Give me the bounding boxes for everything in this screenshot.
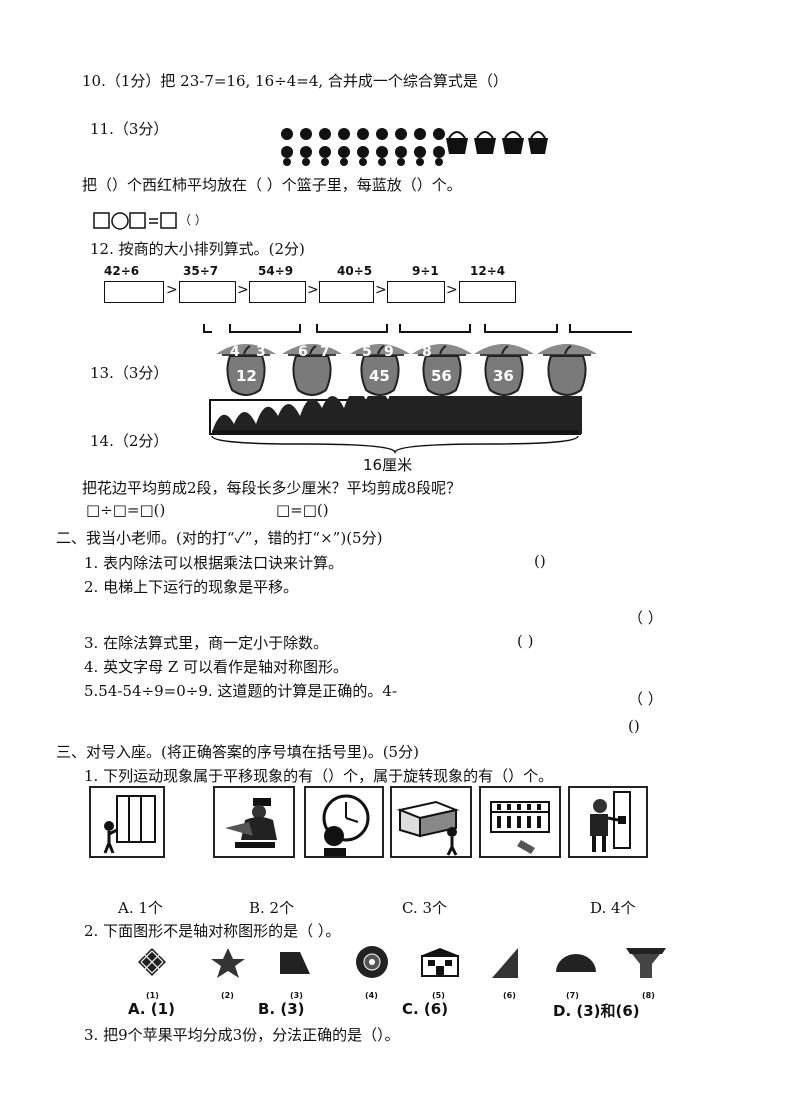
choice-q3: 3. 把9个苹果平均分成3份，分法正确的是（）。	[84, 1026, 400, 1044]
shape-option-D[interactable]: D. (3)和(6)	[553, 1002, 640, 1020]
judge-item-1: 1. 表内除法可以根据乘法口诀来计算。	[84, 554, 344, 572]
gt-sign: >	[166, 282, 178, 298]
choice-q1: 1. 下列运动现象属于平移现象的有（）个，属于旋转现象的有（）个。	[84, 767, 554, 785]
gt-sign: >	[237, 282, 249, 298]
tomato-basket-picture	[281, 128, 548, 166]
star-shape	[211, 948, 245, 978]
shape-label: (7)	[566, 991, 579, 1000]
judge-paren-extra[interactable]: ()	[628, 717, 640, 735]
shape-option-B[interactable]: B. (3)	[258, 1000, 305, 1018]
shape-label: (6)	[503, 991, 516, 1000]
apple-top-num: 3	[256, 344, 266, 360]
answer-box-5[interactable]	[387, 281, 445, 303]
question-11-number: 11.（3分）	[90, 120, 169, 138]
judge-item-4: 4. 英文字母 Z 可以看作是轴对称图形。	[84, 658, 349, 676]
equation-paren: （ ）	[179, 213, 207, 227]
question-12-title: 12. 按商的大小排列算式。(2分)	[90, 240, 305, 258]
apple-row: 4 3 12 6 7 5 9 45 8 56 36	[215, 343, 598, 396]
judge-item-2: 2. 电梯上下运行的现象是平移。	[84, 578, 299, 596]
lace-length-label: 16厘米	[363, 456, 413, 474]
apple-bottom-num: 36	[493, 367, 514, 385]
apple-bottom-num: 12	[236, 367, 257, 385]
trapezoid-shape	[280, 952, 310, 974]
judge-paren-1[interactable]: ()	[534, 552, 546, 570]
judge-paren-5[interactable]: （ ）	[628, 690, 663, 708]
picture-man-working	[213, 786, 295, 858]
apple-top-num: 7	[320, 344, 330, 360]
semicircle-shape	[556, 954, 596, 972]
shape-label: (5)	[432, 991, 445, 1000]
apple-top-num: 6	[298, 344, 308, 360]
judge-item-5: 5.54-54÷9=0÷9. 这道题的计算是正确的。4-	[84, 682, 398, 700]
expr-6: 12÷4	[470, 264, 506, 278]
apple-top-num: 9	[384, 344, 394, 360]
apple-top-num: 4	[230, 344, 240, 360]
picture-abacus	[479, 786, 561, 858]
picture-sliding-door	[89, 786, 165, 858]
question-14-equation-2: □=□()	[276, 501, 329, 519]
answer-box-3[interactable]	[249, 281, 306, 303]
option-D[interactable]: D. 4个	[590, 899, 636, 917]
section-3-title: 三、对号入座。(将正确答案的序号填在括号里)。(5分)	[56, 743, 419, 761]
expr-5: 9÷1	[412, 264, 439, 278]
shape-label: (2)	[221, 991, 234, 1000]
choice-q2: 2. 下面图形不是轴对称图形的是（ ）。	[84, 922, 341, 940]
funnel-shape	[626, 948, 666, 978]
expr-1: 42÷6	[104, 264, 140, 278]
question-14-number: 14.（2分）	[90, 432, 169, 450]
picture-clock	[304, 786, 384, 858]
question-14-equation-1: □÷□=□()	[86, 501, 166, 519]
judge-paren-3[interactable]: ( )	[517, 632, 534, 650]
shape-label: (8)	[642, 991, 655, 1000]
question-14-text: 把花边平均剪成2段，每段长多少厘米？平均剪成8段呢？	[82, 479, 462, 497]
shape-option-C[interactable]: C. (6)	[402, 1000, 449, 1018]
basket-icons	[446, 131, 548, 154]
lace-strip	[209, 396, 582, 454]
apple-top-num: 5	[362, 344, 372, 360]
question-10: 10.（1分）把 23-7=16, 16÷4=4, 合并成一个综合算式是（）	[82, 72, 508, 90]
gt-sign: >	[446, 282, 458, 298]
picture-drawer	[390, 786, 472, 858]
apple-top-num: 8	[422, 344, 432, 360]
answer-box-2[interactable]	[179, 281, 236, 303]
option-A[interactable]: A. 1个	[118, 899, 163, 917]
expr-3: 54÷9	[258, 264, 294, 278]
question-11-text: 把（）个西红柿平均放在（ ）个篮子里，每蓝放（）个。	[82, 176, 462, 194]
shape-label: (4)	[365, 991, 378, 1000]
expr-4: 40÷5	[337, 264, 373, 278]
shape-label: (3)	[290, 991, 303, 1000]
shape-option-A[interactable]: A. (1)	[128, 1000, 175, 1018]
house-shape	[420, 948, 460, 977]
flower-shape	[356, 946, 388, 978]
judge-item-3: 3. 在除法算式里，商一定小于除数。	[84, 634, 329, 652]
picture-door-handle	[568, 786, 648, 858]
gt-sign: >	[307, 282, 319, 298]
gt-sign: >	[375, 282, 387, 298]
answer-box-1[interactable]	[104, 281, 164, 303]
apple-bottom-num: 45	[369, 367, 390, 385]
tomato-icons	[281, 128, 445, 166]
section-2-title: 二、我当小老师。(对的打“✓”，错的打“×”)(5分)	[56, 529, 383, 547]
question-13-number: 13.（3分）	[90, 364, 169, 382]
shapes-row	[138, 946, 666, 978]
triangle-shape	[492, 948, 518, 978]
shape-label: (1)	[146, 991, 159, 1000]
answer-box-4[interactable]	[319, 281, 374, 303]
expr-2: 35÷7	[183, 264, 219, 278]
answer-brackets	[203, 324, 632, 333]
option-C[interactable]: C. 3个	[402, 899, 448, 917]
answer-box-6[interactable]	[459, 281, 516, 303]
apple-bottom-num: 56	[431, 367, 452, 385]
option-B[interactable]: B. 2个	[249, 899, 295, 917]
judge-paren-2[interactable]: （ ）	[628, 609, 663, 627]
lattice-shape	[138, 948, 166, 976]
